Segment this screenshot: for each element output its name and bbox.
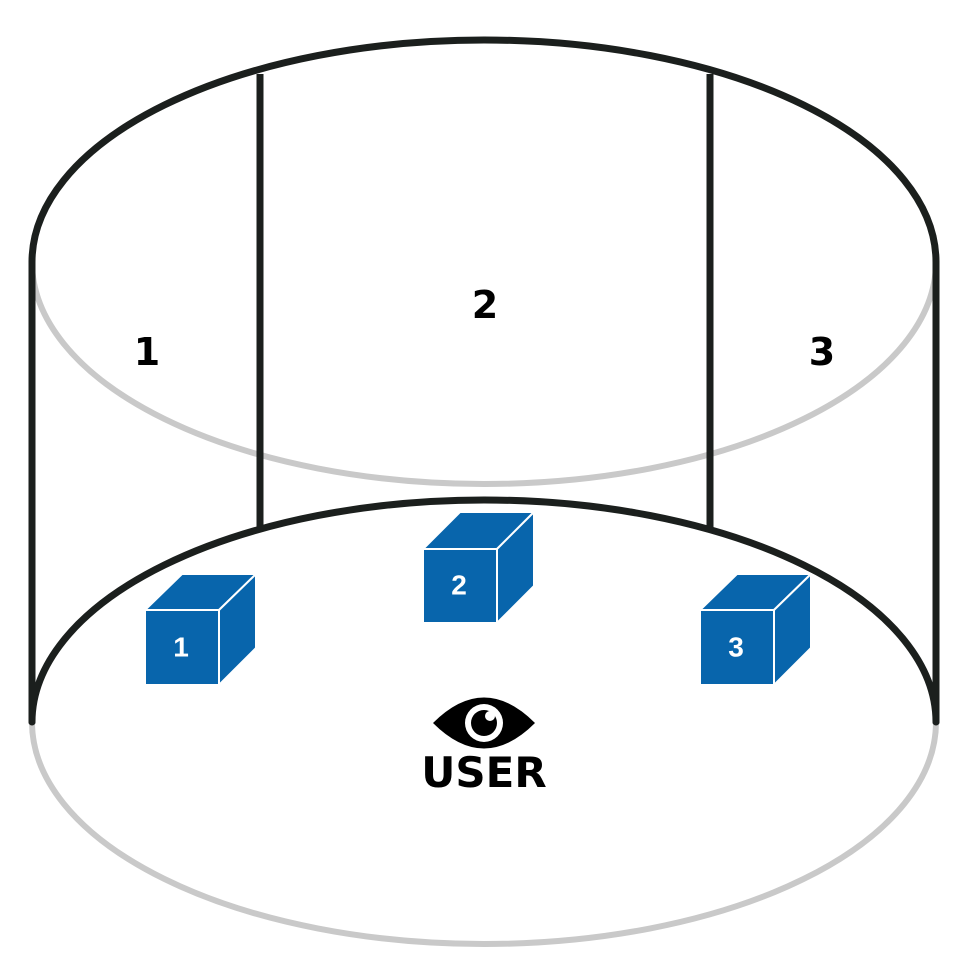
panel-label-3: 3 — [809, 330, 835, 374]
eye-icon — [433, 697, 535, 749]
cube-label-1: 1 — [173, 631, 189, 662]
cube-label-2: 2 — [451, 569, 467, 600]
top-ellipse-front-arc — [29, 261, 939, 487]
panel-label-1: 1 — [134, 330, 160, 374]
cube-3: 3 — [699, 573, 812, 686]
panel-label-2: 2 — [472, 283, 498, 327]
bottom-ellipse-back-arc — [28, 496, 940, 726]
top-ellipse-back-arc — [28, 36, 940, 266]
cube-1-front-face — [144, 609, 220, 686]
cube-label-3: 3 — [728, 631, 744, 662]
cube-3-front-face — [699, 609, 775, 686]
cube-2: 2 — [422, 511, 535, 624]
bottom-ellipse-front-arc — [29, 721, 939, 947]
cube-2-front-face — [422, 548, 498, 624]
cube-1: 1 — [144, 573, 257, 686]
user-label: USER — [421, 748, 546, 797]
